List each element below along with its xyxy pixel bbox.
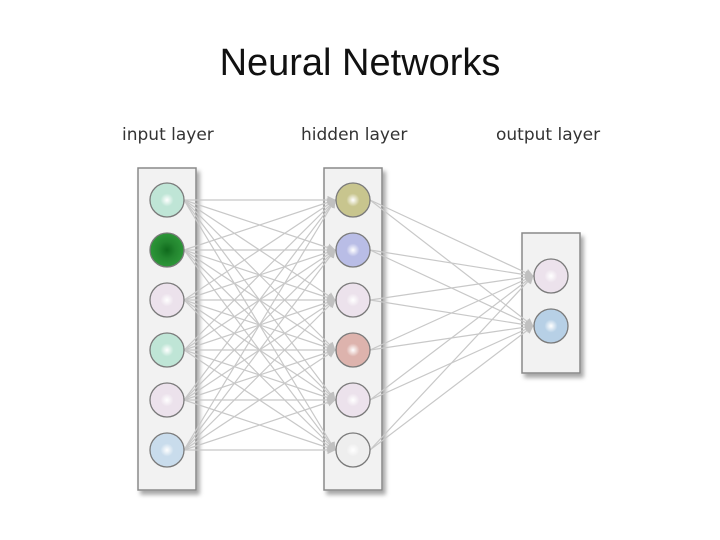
edge-input-6-to-hidden-2 (183, 249, 336, 451)
hidden-node-3 (335, 282, 371, 318)
hidden-node-2 (335, 232, 371, 268)
input-node-1 (149, 182, 185, 218)
hidden-layer-label: hidden layer (301, 125, 408, 145)
edge-hidden-6-to-output-1 (369, 275, 534, 451)
output-node-2 (533, 308, 569, 344)
hidden-node-5 (335, 382, 371, 418)
input-layer-label: input layer (122, 125, 214, 145)
output-layer-box (521, 232, 581, 374)
edge-input-6-to-hidden-1 (183, 199, 336, 451)
input-node-4 (149, 332, 185, 368)
edge-hidden-1-to-output-1 (369, 199, 534, 277)
input-node-2 (149, 232, 185, 268)
connection-edges (183, 195, 534, 455)
input-node-6 (149, 432, 185, 468)
output-node-1 (533, 258, 569, 294)
neuron-nodes (149, 182, 569, 468)
edge-input-5-to-hidden-1 (183, 199, 336, 401)
edge-hidden-3-to-output-1 (369, 272, 534, 301)
hidden-node-4 (335, 332, 371, 368)
edge-hidden-5-to-output-1 (369, 275, 534, 401)
output-layer-label: output layer (496, 125, 601, 145)
hidden-node-1 (335, 182, 371, 218)
edge-input-4-to-hidden-1 (183, 199, 336, 351)
input-node-5 (149, 382, 185, 418)
hidden-node-6 (335, 432, 371, 468)
edge-input-6-to-hidden-5 (183, 398, 336, 451)
edge-input-6-to-hidden-4 (183, 349, 336, 451)
edge-hidden-6-to-output-2 (369, 325, 534, 451)
input-node-3 (149, 282, 185, 318)
edge-hidden-2-to-output-1 (369, 249, 534, 279)
edge-input-3-to-hidden-1 (183, 199, 336, 301)
edge-hidden-4-to-output-1 (369, 275, 534, 351)
edge-input-6-to-hidden-3 (183, 299, 336, 451)
slide-title: Neural Networks (219, 42, 501, 84)
edge-input-2-to-hidden-1 (183, 198, 336, 251)
